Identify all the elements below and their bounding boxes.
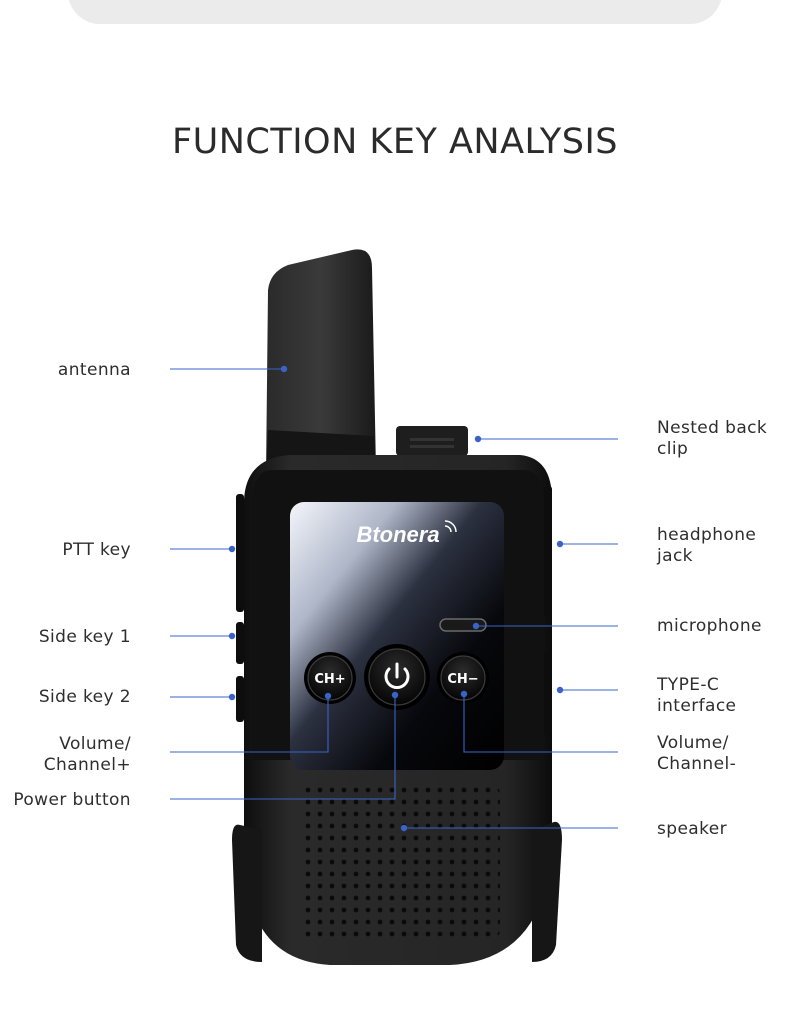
label-headphone-jack: headphone jack <box>657 525 757 566</box>
label-power-button: Power button <box>13 790 131 810</box>
ch-plus-label: CH+ <box>314 672 345 687</box>
top-banner <box>68 0 722 24</box>
label-speaker: speaker <box>657 819 728 839</box>
headphone-jack-cover <box>544 486 552 616</box>
label-side-key-2: Side key 2 <box>38 687 131 707</box>
leader-dots <box>228 365 564 832</box>
ch-minus-button <box>437 652 489 704</box>
label-volume-channel-minus: Volume/ Channel- <box>657 733 737 774</box>
ptt-key <box>236 494 244 612</box>
label-side-key-1: Side key 1 <box>38 627 131 647</box>
label-volume-channel-plus: Volume/ Channel+ <box>43 734 131 775</box>
label-antenna: antenna <box>57 360 131 380</box>
brand-logo: Btonera <box>356 522 439 547</box>
side-key-1 <box>236 622 244 664</box>
power-button <box>364 644 430 710</box>
ch-plus-button <box>304 652 356 704</box>
antenna <box>266 249 376 475</box>
type-c-cover <box>544 652 552 736</box>
label-type-c: TYPE-C interface <box>657 675 737 716</box>
microphone-slot <box>439 618 487 632</box>
leader-lines <box>170 368 618 829</box>
front-panel <box>290 502 504 770</box>
side-key-2 <box>236 676 244 722</box>
label-ptt-key: PTT key <box>62 540 131 560</box>
label-microphone: microphone <box>657 616 762 636</box>
power-icon <box>384 667 410 689</box>
ch-minus-label: CH− <box>447 672 478 687</box>
speaker-grill <box>302 784 500 940</box>
page-title: FUNCTION KEY ANALYSIS <box>171 122 619 162</box>
label-back-clip: Nested back clip <box>657 418 768 459</box>
